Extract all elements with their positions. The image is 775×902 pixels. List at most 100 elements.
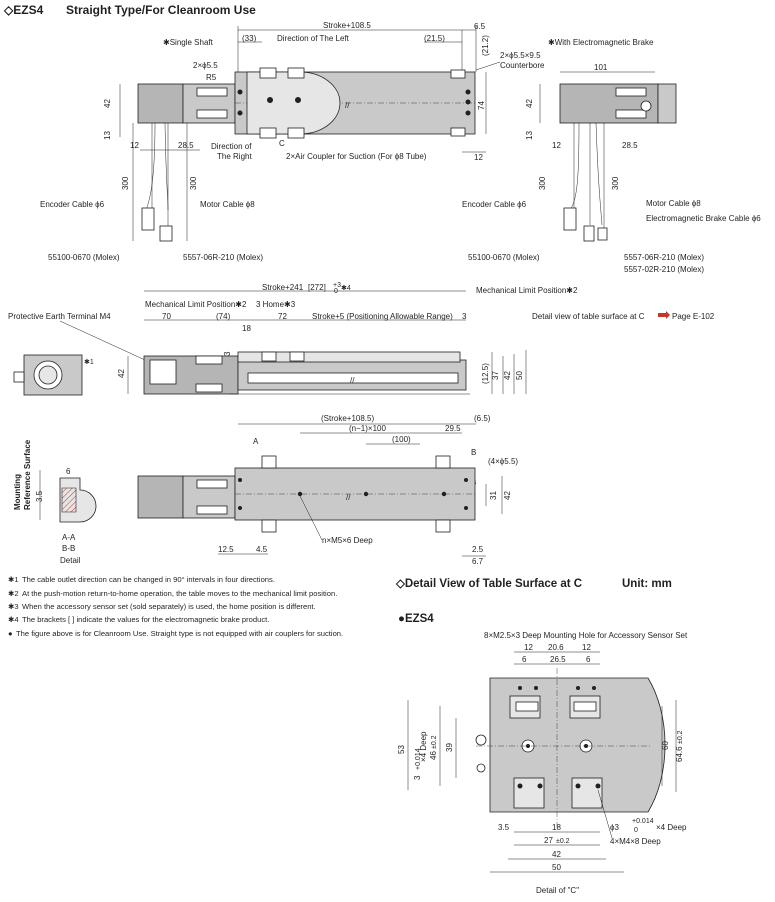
dim-72: 72 bbox=[278, 312, 287, 321]
bot-4-5: 4.5 bbox=[256, 545, 268, 554]
tol-plus3: +3 bbox=[333, 282, 341, 289]
dc-46: 46 bbox=[429, 751, 438, 760]
arrow-right-icon bbox=[658, 311, 670, 319]
dc-64-6: 64.6 bbox=[675, 746, 684, 762]
dc-12a: 12 bbox=[524, 643, 533, 652]
dim-28-5: 28.5 bbox=[178, 141, 194, 150]
dim-18: 18 bbox=[242, 324, 251, 333]
brake-encoder-cable: Encoder Cable ϕ6 bbox=[462, 200, 527, 209]
dc-6a: 6 bbox=[522, 655, 527, 664]
bot-12-5: 12.5 bbox=[218, 545, 234, 554]
dim-3a: 3 bbox=[462, 312, 467, 321]
dc-12b: 12 bbox=[582, 643, 591, 652]
notes: ✱1 The cable outlet direction can be cha… bbox=[8, 575, 343, 638]
detail-c: ◇Detail View of Table Surface at C Unit:… bbox=[395, 578, 688, 895]
bot-100: (100) bbox=[392, 435, 411, 444]
mount-a: Mounting bbox=[13, 474, 22, 510]
mech-limit-left: Mechanical Limit Position✱2 bbox=[145, 300, 247, 309]
note-3-mark: ✱3 bbox=[8, 602, 19, 611]
bot-29-5: 29.5 bbox=[445, 424, 461, 433]
dim-13: 13 bbox=[103, 131, 112, 140]
air-coupler-label: 2×Air Coupler for Suction (For ϕ8 Tube) bbox=[286, 152, 427, 161]
encoder-connector bbox=[141, 207, 155, 231]
dc-phi3-tol: +0.014 bbox=[632, 818, 654, 825]
dc-3v: 3 bbox=[413, 775, 422, 780]
dim-74: (74) bbox=[216, 312, 231, 321]
home-label: 3 Home✱3 bbox=[256, 300, 296, 309]
dim-bracket-272: [272] bbox=[308, 283, 326, 292]
dc-53: 53 bbox=[397, 745, 406, 754]
table-hole bbox=[295, 97, 301, 103]
svg-text://: // bbox=[345, 101, 350, 110]
mount-b: Reference Surface bbox=[23, 439, 32, 510]
dim-42: 42 bbox=[103, 99, 112, 108]
dim-42b: 42 bbox=[503, 371, 512, 380]
side-dim-3: 3 bbox=[223, 351, 232, 356]
dim-stroke-241: Stroke+241 bbox=[262, 283, 304, 292]
detail-c-caption: Detail of "C" bbox=[536, 886, 579, 895]
detail-title: ◇Detail View of Table Surface at C bbox=[395, 578, 582, 590]
brake-dim-28-5: 28.5 bbox=[622, 141, 638, 150]
dim-50: 50 bbox=[515, 371, 524, 380]
sec-6: 6 bbox=[66, 467, 71, 476]
note-5-mark: ● bbox=[8, 629, 13, 638]
dim-21-5: (21.5) bbox=[424, 34, 445, 43]
dir-right-b: The Right bbox=[217, 152, 252, 161]
dim-101: 101 bbox=[594, 63, 608, 72]
note-4-text: The brackets [ ] indicate the values for… bbox=[22, 615, 269, 624]
bot-31: 31 bbox=[489, 491, 498, 500]
brake-view: ✱With Electromagnetic Brake 101 42 13 12… bbox=[462, 38, 761, 274]
note-2-mark: ✱2 bbox=[8, 589, 19, 598]
brake-molex-c: 5557-02R-210 (Molex) bbox=[624, 265, 704, 274]
with-brake-label: ✱With Electromagnetic Brake bbox=[548, 38, 654, 47]
bot-n100: (n−1)×100 bbox=[349, 424, 386, 433]
dc-64-6-tol: ±0.2 bbox=[677, 730, 684, 744]
dim-12a: 12 bbox=[130, 141, 139, 150]
bot-m5: n×M5×6 Deep bbox=[322, 536, 373, 545]
dc-18: 18 bbox=[552, 823, 561, 832]
counterbore-b: Counterbore bbox=[500, 61, 545, 70]
bot-4phi: (4×ϕ5.5) bbox=[488, 457, 518, 466]
sec-bb: B-B bbox=[62, 544, 75, 553]
table-plate bbox=[246, 71, 341, 135]
mount-hole-label: 8×M2.5×3 Deep Mounting Hole for Accessor… bbox=[484, 631, 688, 640]
sec-3-5: 3.5 bbox=[35, 490, 44, 502]
brake-molex-b: 5557-06R-210 (Molex) bbox=[624, 253, 704, 262]
bot-6-5: (6.5) bbox=[474, 414, 491, 423]
dc-phi3-tol0: 0 bbox=[634, 827, 638, 834]
hole-2phi55: 2×ϕ5.5 bbox=[193, 61, 218, 70]
bot-2-5: 2.5 bbox=[472, 545, 484, 554]
c-mark: C bbox=[279, 139, 285, 148]
dc-60: 60 bbox=[661, 741, 670, 750]
encoder-cable-label: Encoder Cable ϕ6 bbox=[40, 200, 105, 209]
dc-6b: 6 bbox=[586, 655, 591, 664]
dc-27-tol: ±0.2 bbox=[556, 838, 570, 845]
svg-text://: // bbox=[346, 493, 351, 502]
dc-tol014-v: +0.014 bbox=[415, 748, 422, 770]
dc-phi3-deep: ×4 Deep bbox=[656, 823, 687, 832]
note-mark-4: ✱4 bbox=[341, 284, 351, 292]
table-hole bbox=[267, 97, 273, 103]
header-title: Straight Type/For Cleanroom Use bbox=[66, 3, 256, 17]
dim-33: (33) bbox=[242, 34, 257, 43]
note-1-mark: ✱1 bbox=[8, 575, 19, 584]
brake-brake-cable: Electromagnetic Brake Cable ϕ6 bbox=[646, 214, 761, 223]
dc-20-6: 20.6 bbox=[548, 643, 564, 652]
dc-m4x8: 4×M4×8 Deep bbox=[610, 837, 661, 846]
sec-detail: Detail bbox=[60, 556, 81, 565]
molex-a: 55100-0670 (Molex) bbox=[48, 253, 120, 262]
dim-37: 37 bbox=[491, 371, 500, 380]
single-shaft-label: ✱Single Shaft bbox=[163, 38, 214, 47]
dim-stroke5: Stroke+5 (Positioning Allowable Range) bbox=[312, 312, 453, 321]
brake-molex-a: 55100-0670 (Molex) bbox=[468, 253, 540, 262]
note-mark-1: ✱1 bbox=[84, 358, 94, 366]
note-5-text: The figure above is for Cleanroom Use. S… bbox=[16, 629, 343, 638]
section-b-top: B bbox=[471, 448, 476, 457]
section-a-top: A bbox=[253, 437, 259, 446]
dc-39: 39 bbox=[445, 743, 454, 752]
counterbore-a: 2×ϕ5.5×9.5 bbox=[500, 51, 541, 60]
brake-dim-12: 12 bbox=[552, 141, 561, 150]
dim-70: 70 bbox=[162, 312, 171, 321]
dim-6-5: 6.5 bbox=[474, 22, 486, 31]
